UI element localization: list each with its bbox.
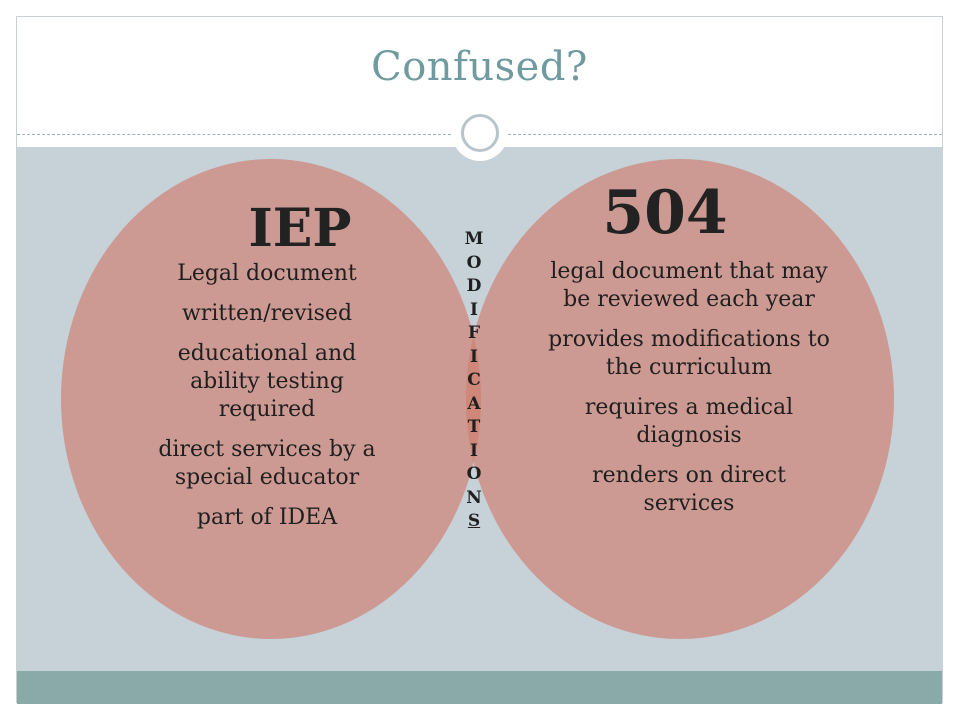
iep-heading: IEP bbox=[248, 198, 352, 259]
overlap-letter: M bbox=[464, 229, 484, 249]
iep-item: written/revised bbox=[181, 301, 353, 326]
overlap-letter: D bbox=[466, 276, 482, 296]
overlap-letter: I bbox=[470, 299, 478, 320]
overlap-letter: A bbox=[467, 393, 481, 414]
overlap-label-modifications: M O D I F I C A T I O N S bbox=[459, 228, 489, 534]
section-504-list: legal document that may be reviewed each… bbox=[548, 258, 830, 530]
footer-band bbox=[17, 671, 942, 704]
overlap-letter: T bbox=[467, 417, 481, 437]
divider-ring-icon bbox=[461, 114, 499, 152]
venn-circle-504 bbox=[466, 159, 894, 639]
iep-item: part of IDEA bbox=[196, 505, 338, 530]
overlap-letter: N bbox=[466, 487, 482, 508]
iep-item: Legal document bbox=[177, 261, 357, 286]
section-504-item: provides modifications to the curriculum bbox=[548, 327, 830, 380]
overlap-letter: C bbox=[467, 370, 481, 390]
section-504-item: legal document that may be reviewed each… bbox=[550, 259, 828, 312]
section-504-item: renders on direct services bbox=[592, 463, 786, 516]
section-504-item: requires a medical diagnosis bbox=[584, 395, 794, 448]
overlap-letter: O bbox=[466, 252, 482, 273]
iep-item: educational and ability testing required bbox=[177, 341, 357, 422]
section-504-heading: 504 bbox=[602, 178, 728, 248]
iep-item: direct services by a special educator bbox=[158, 437, 376, 490]
overlap-letter: I bbox=[470, 346, 478, 367]
venn-circle-iep bbox=[61, 159, 481, 639]
overlap-letter: S bbox=[467, 511, 481, 531]
overlap-letter: O bbox=[466, 464, 482, 484]
overlap-letter: I bbox=[470, 440, 478, 461]
overlap-letter: F bbox=[467, 323, 481, 343]
iep-list: Legal document written/revised education… bbox=[140, 260, 394, 544]
slide-title: Confused? bbox=[371, 44, 588, 90]
